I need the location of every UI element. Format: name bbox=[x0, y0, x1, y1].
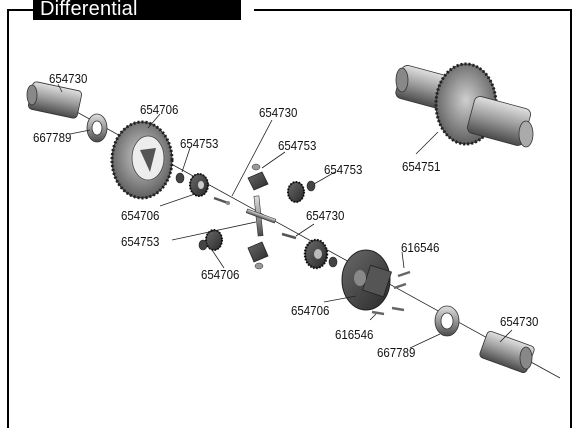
screws-lower bbox=[371, 306, 405, 316]
cross-shaft bbox=[245, 195, 277, 237]
assembled-differential bbox=[395, 62, 534, 148]
frame-left bbox=[7, 9, 9, 428]
right-output-shaft bbox=[479, 331, 535, 373]
spider-gear-left bbox=[189, 173, 209, 197]
leader-lines bbox=[57, 83, 513, 349]
part-label-pin-top: 654730 bbox=[259, 106, 298, 120]
title-bar bbox=[33, 0, 241, 20]
part-label-cross-shaft: 654753 bbox=[121, 235, 160, 249]
part-label-spider-left: 654706 bbox=[121, 209, 160, 223]
part-label-ring-gear: 654706 bbox=[140, 103, 179, 117]
part-label-screws-upper: 616546 bbox=[401, 241, 440, 255]
part-label-right-bearing: 667789 bbox=[377, 346, 416, 360]
part-label-diff-case: 654706 bbox=[291, 304, 330, 318]
pin-b bbox=[281, 232, 297, 240]
ring-gear bbox=[110, 120, 174, 200]
right-bearing bbox=[434, 305, 460, 337]
frame-top-right bbox=[254, 9, 572, 11]
part-label-spider-top: 654753 bbox=[278, 139, 317, 153]
side-gear-right bbox=[303, 238, 338, 270]
part-label-pin-right: 654730 bbox=[306, 209, 345, 223]
frame-right bbox=[570, 9, 572, 428]
part-label-washer-right: 654753 bbox=[324, 163, 363, 177]
part-label-screws-lower: 616546 bbox=[335, 328, 374, 342]
part-label-assembled: 654751 bbox=[402, 160, 441, 174]
part-label-right-shaft: 654730 bbox=[500, 315, 539, 329]
spider-gear-right bbox=[287, 180, 316, 203]
part-label-washer-left: 654753 bbox=[180, 137, 219, 151]
part-label-left-shaft: 654730 bbox=[49, 72, 88, 86]
spider-gear-lower-left bbox=[198, 229, 223, 251]
screws-upper bbox=[393, 270, 411, 290]
washer-left bbox=[175, 172, 185, 184]
left-bearing bbox=[86, 113, 108, 143]
pin-a bbox=[213, 196, 229, 205]
diagram-title: Differential bbox=[40, 0, 138, 20]
diff-case bbox=[341, 249, 392, 311]
frame-top-left bbox=[7, 9, 33, 11]
part-label-spider-lower: 654706 bbox=[201, 268, 240, 282]
left-output-shaft bbox=[26, 81, 83, 119]
spider-gear-top bbox=[247, 163, 269, 191]
part-label-left-bearing: 667789 bbox=[33, 131, 72, 145]
spider-gear-bottom bbox=[247, 241, 269, 270]
